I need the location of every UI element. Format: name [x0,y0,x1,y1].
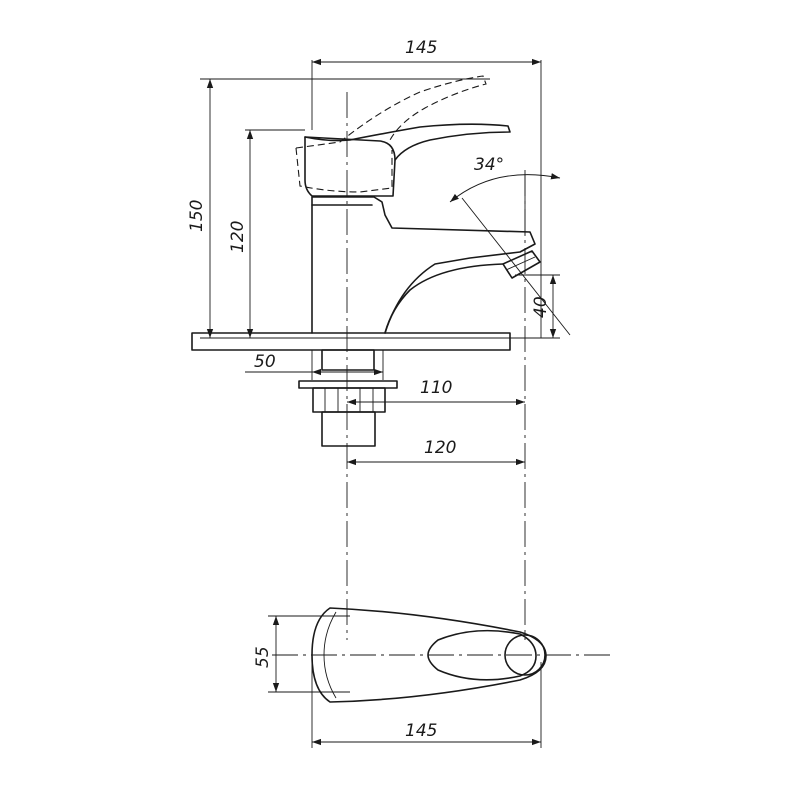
spout-underside [384,263,504,334]
spout-aerator [502,250,541,279]
plan-body-inner [323,611,337,699]
spout-aerator-ring [505,256,536,271]
lock-washer [298,380,398,389]
faucet-body [311,196,536,334]
dim-lever-height: 120 [228,221,248,253]
angle-arc [449,173,561,203]
dim-spout-height: 40 [531,296,551,318]
shank-top [321,349,375,371]
dim-spout-reach: 120 [424,438,456,458]
dim-top-width: 145 [405,38,437,58]
shank-bottom [321,411,376,447]
plan-lever-tip [504,634,546,676]
dim-spout-reach-base: 110 [420,378,452,398]
dim-lever-angle: 34° [474,155,504,175]
base-plate [191,332,511,351]
dim-plan-width: 55 [253,646,273,668]
dim-overall-height: 150 [187,200,207,232]
lock-nut [312,387,386,413]
side-elevation: 145 150 120 34° 40 50 110 120 [187,38,571,640]
lever-cartridge [304,136,396,197]
dim-shank-width: 50 [254,352,276,372]
plan-lever-oval [427,629,537,681]
dim-plan-length: 145 [405,721,437,741]
lever-handle [304,123,511,161]
plan-view: 55 145 [253,607,612,748]
lever-raised-cartridge [295,147,393,193]
lever-raised-outline [295,75,487,149]
